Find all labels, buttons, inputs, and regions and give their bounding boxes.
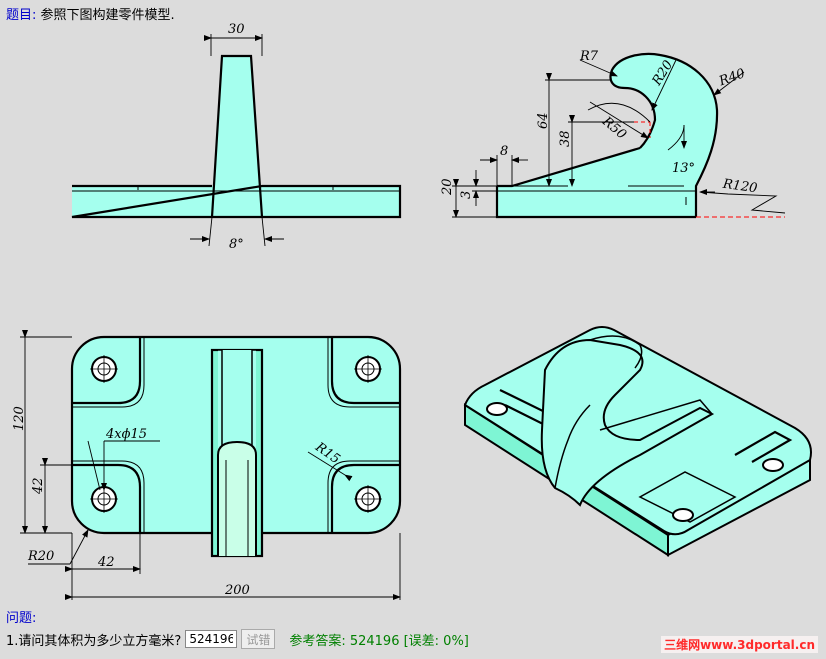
dim-8deg-text: 8° — [229, 237, 244, 252]
iso-hook-top-curve — [589, 335, 643, 369]
top-slot-tl-inner — [72, 337, 145, 408]
front-rib-outline — [210, 54, 264, 218]
problem-text: 参照下图构建零件模型. — [40, 8, 175, 23]
front-view: 30 8° — [71, 22, 402, 252]
top-rib-upper — [218, 350, 256, 450]
side-hook-outline — [609, 52, 719, 217]
dim-120-text: 120 — [12, 406, 27, 431]
side-hook-fill — [512, 53, 718, 186]
top-slot-tr — [330, 337, 400, 405]
hole-tr — [354, 355, 382, 383]
dim-13deg-text: 13° — [672, 161, 695, 176]
dim-42v-text: 42 — [31, 477, 46, 495]
top-slot-tr-inner — [327, 337, 400, 408]
question-section-label: 问题: — [6, 611, 37, 626]
iso-hook-body — [540, 338, 715, 507]
problem-label: 题目: — [6, 8, 37, 23]
site-watermark: 三维网www.3dportal.cn — [661, 636, 818, 653]
dim-r40-leader — [713, 71, 745, 96]
dim-r120-text: R120 — [721, 177, 758, 197]
top-slot-bl — [72, 463, 142, 533]
dim-r40-text: R40 — [716, 66, 747, 89]
answer-input[interactable] — [185, 630, 238, 648]
iso-hook-edge-1 — [554, 404, 591, 489]
dim-hole-leader-diag — [87, 440, 101, 491]
dim-hole-text: 4xϕ15 — [105, 427, 147, 442]
dim-3-text: 3 — [459, 191, 474, 199]
dim-30-text: 30 — [228, 22, 245, 37]
top-view: 120 42 4xϕ15 R15 R20 42 200 — [12, 330, 402, 600]
isometric-view — [463, 326, 812, 557]
iso-hole-1 — [486, 402, 508, 416]
dim-64-text: 64 — [536, 112, 551, 129]
front-slot-marks — [137, 186, 334, 190]
dim-r50-text: R50 — [598, 114, 629, 143]
dim-r15-leader — [307, 451, 353, 482]
dim-200-text: 200 — [224, 583, 250, 598]
dim-42h-text: 42 — [97, 555, 115, 570]
iso-slot-right — [734, 430, 793, 463]
dim-r7-text: R7 — [579, 49, 599, 64]
dim-8deg-ext-right — [261, 216, 266, 247]
dim-8-text: 8 — [500, 144, 508, 159]
side-view: R7 R20 R40 R50 64 38 8 — [440, 49, 786, 219]
hole-tl — [90, 355, 118, 383]
question-row: 1.请问其体积为多少立方毫米? 试错 参考答案: 524196 [误差: 0%] — [6, 629, 469, 649]
iso-hook-slope — [599, 399, 713, 431]
iso-hole-3 — [672, 508, 694, 522]
dim-r50-leader — [589, 101, 649, 139]
hole-br — [354, 485, 382, 513]
iso-hole-2 — [762, 458, 784, 472]
dim-r20-top-text: R20 — [27, 549, 54, 564]
top-rib-opening-lines — [225, 460, 249, 556]
engineering-drawing: 30 8° R7 R20 — [12, 22, 812, 600]
top-slot-tl — [72, 337, 142, 405]
dim-r120-leader — [699, 191, 786, 214]
dim-r20-leader — [651, 59, 677, 111]
dim-r50-arc — [587, 102, 651, 123]
front-rib-fill — [212, 56, 262, 217]
reference-answer: 参考答案: 524196 [误差: 0%] — [289, 633, 469, 649]
dim-r7-leader — [579, 59, 618, 77]
dim-20-text: 20 — [440, 178, 455, 196]
problem-header: 题目: 参照下图构建零件模型. — [6, 4, 175, 23]
dim-r20-leader-top — [69, 529, 89, 565]
top-rib-inner-lines — [212, 349, 262, 448]
dim-38-text: 38 — [558, 130, 573, 147]
question-text: 1.请问其体积为多少立方毫米? — [6, 633, 182, 649]
top-slot-bl-inner — [72, 460, 145, 533]
dim-8deg-ext-left — [208, 216, 213, 247]
top-rib-opening — [217, 440, 257, 556]
try-button[interactable]: 试错 — [241, 629, 276, 649]
top-slot-br-inner — [327, 460, 400, 533]
